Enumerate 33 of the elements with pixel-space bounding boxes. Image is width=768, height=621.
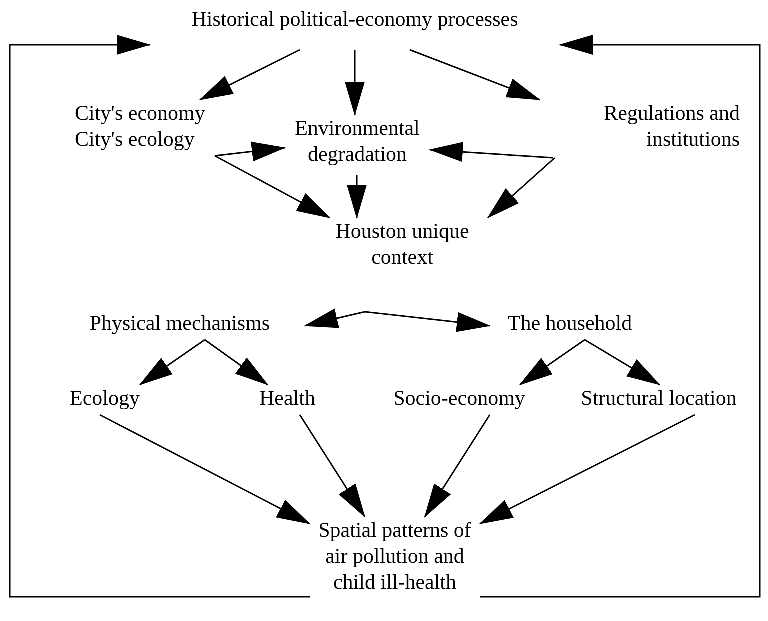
node-label: Health <box>260 385 316 411</box>
node-label: Spatial patterns of air pollution and child ill-health <box>318 517 472 595</box>
arrow <box>345 50 365 116</box>
node-label: Socio-economy <box>394 385 526 411</box>
arrow <box>429 142 554 162</box>
node-label: Environmental degradation <box>294 115 421 167</box>
arrow <box>364 311 491 332</box>
arrow <box>9 35 310 598</box>
arrow <box>487 157 556 219</box>
node-label: The household <box>508 310 632 336</box>
arrow <box>584 339 661 386</box>
arrow <box>424 414 491 518</box>
arrow <box>204 339 269 386</box>
arrow <box>347 175 367 219</box>
arrow <box>214 142 286 162</box>
arrow <box>199 49 300 101</box>
arrow <box>100 414 311 525</box>
arrow <box>410 49 541 101</box>
node-label: Physical mechanisms <box>90 310 270 336</box>
arrow <box>304 308 366 328</box>
node-label: Historical political-economy processes <box>192 6 518 32</box>
arrow <box>479 414 696 525</box>
node-label: Houston unique context <box>334 218 470 270</box>
node-label: Ecology <box>70 385 140 411</box>
node-label: City's economy <box>75 100 206 126</box>
node-label: City's ecology <box>75 126 195 152</box>
arrow <box>214 155 331 219</box>
arrow <box>519 339 586 386</box>
arrow <box>139 339 206 386</box>
node-label: Regulations and institutions <box>603 100 740 152</box>
arrow <box>299 414 366 518</box>
arrow <box>480 35 761 598</box>
node-label: Structural location <box>581 385 737 411</box>
